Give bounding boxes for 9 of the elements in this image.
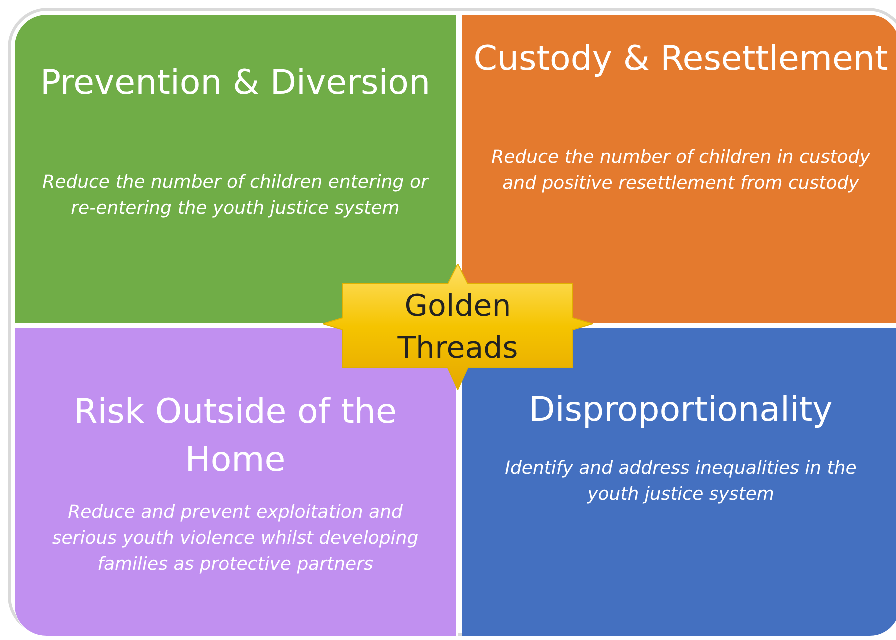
quadrant-heading: Custody & Resettlement [472, 38, 890, 81]
quadrant-heading: Prevention & Diversion [39, 62, 432, 105]
quadrant-heading: Risk Outside of the Home [73, 391, 398, 482]
callout-text: Golden Threads [396, 288, 520, 368]
quadrant-description: Reduce the number of children entering or re-entering the youth justice system [42, 171, 430, 221]
quadrant-description: Reduce and prevent exploitation and serious youth violence whilst developing families as protective partners [51, 501, 420, 577]
quadrant-description: Identify and address inequalities in the youth justice system [504, 457, 858, 507]
quadrant-heading: Disproportionality [528, 389, 834, 432]
quadrant-description: Reduce the number of children in custody and positive resettlement from custody [490, 146, 872, 196]
